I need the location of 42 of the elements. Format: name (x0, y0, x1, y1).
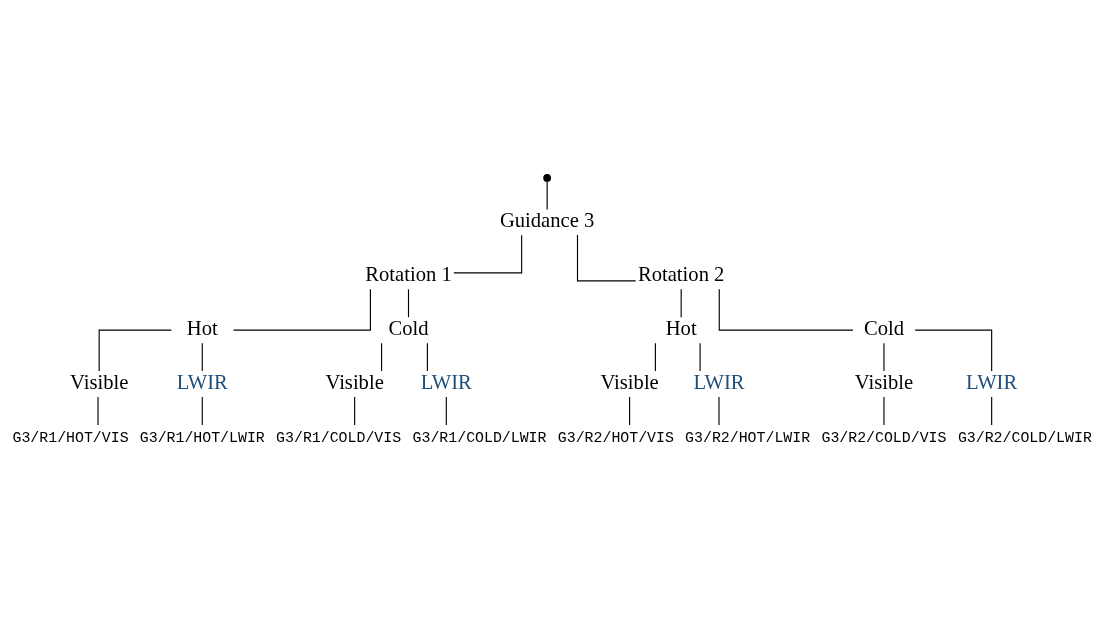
connector (914, 329, 993, 372)
connector (445, 396, 447, 426)
connector (576, 234, 637, 282)
node-text: Guidance 3 (499, 209, 595, 232)
connector (201, 342, 203, 372)
node-text: LWIR (966, 371, 1018, 394)
node-text: LWIR (420, 371, 472, 394)
connector (381, 342, 383, 372)
node-text: G3/R2/HOT/LWIR (685, 429, 811, 446)
connector (453, 234, 523, 274)
node-text: Rotation 2 (637, 263, 725, 286)
node-text: G3/R1/COLD/VIS (276, 429, 402, 446)
connector (629, 396, 631, 426)
node-text: G3/R1/HOT/LWIR (139, 429, 265, 446)
connector (201, 396, 203, 426)
connector (407, 288, 410, 318)
node-text: Hot (186, 317, 218, 340)
node-text: G3/R1/COLD/LWIR (412, 429, 547, 446)
connector (232, 288, 371, 331)
connector (718, 288, 854, 331)
node-text: LWIR (176, 371, 228, 394)
node-point (543, 174, 551, 182)
connector (991, 396, 993, 426)
node-text: Hot (665, 317, 697, 340)
connector (546, 180, 548, 211)
node-text: Cold (388, 317, 429, 340)
connector (98, 329, 172, 372)
node-text: G3/R2/COLD/VIS (821, 429, 947, 446)
connector (680, 288, 682, 318)
connector (654, 342, 656, 372)
node-text: Visible (854, 371, 914, 394)
node-text: Visible (600, 371, 659, 394)
node-text: LWIR (693, 371, 745, 394)
node-text: G3/R2/HOT/VIS (557, 429, 674, 446)
connector (426, 342, 428, 372)
node-text: G3/R2/COLD/LWIR (957, 429, 1092, 446)
node-text: Visible (70, 371, 129, 394)
node-text: Rotation 1 (365, 263, 452, 286)
node-text: G3/R1/HOT/VIS (12, 429, 129, 446)
connector (354, 396, 356, 426)
node-text: Cold (863, 317, 905, 340)
node-text: Visible (325, 371, 384, 394)
